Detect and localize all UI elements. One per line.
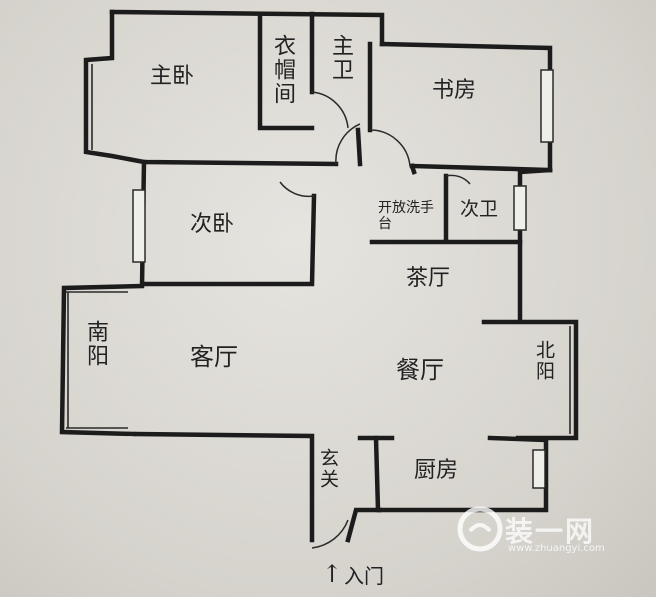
label-master-bedroom: 主卧 [150, 64, 195, 89]
label-dining-room: 餐厅 [396, 356, 444, 384]
watermark-brand: 装一网 [505, 515, 596, 548]
label-master-bath: 主卫 [328, 34, 353, 82]
label-second-bedroom: 次卧 [190, 212, 235, 237]
windows [66, 64, 571, 489]
label-open-sink: 开放洗手台 [378, 200, 434, 232]
label-tea-room: 茶厅 [406, 266, 451, 291]
label-foyer: 玄关 [317, 448, 339, 490]
watermark-logo-icon [457, 506, 503, 552]
label-living-room: 客厅 [190, 343, 238, 371]
label-study: 书房 [432, 78, 477, 103]
entrance-label: 入门 [344, 564, 384, 588]
label-second-bath: 次卫 [460, 198, 499, 220]
label-south-balcony: 南阳 [83, 320, 108, 368]
label-closet: 衣帽间 [270, 34, 295, 106]
watermark-url: www.zhuangyi.com [508, 543, 605, 554]
doors [279, 91, 471, 549]
label-kitchen: 厨房 [414, 458, 459, 483]
entrance-arrow: ↑ [322, 560, 343, 588]
label-north-balcony: 北阳 [533, 340, 555, 382]
